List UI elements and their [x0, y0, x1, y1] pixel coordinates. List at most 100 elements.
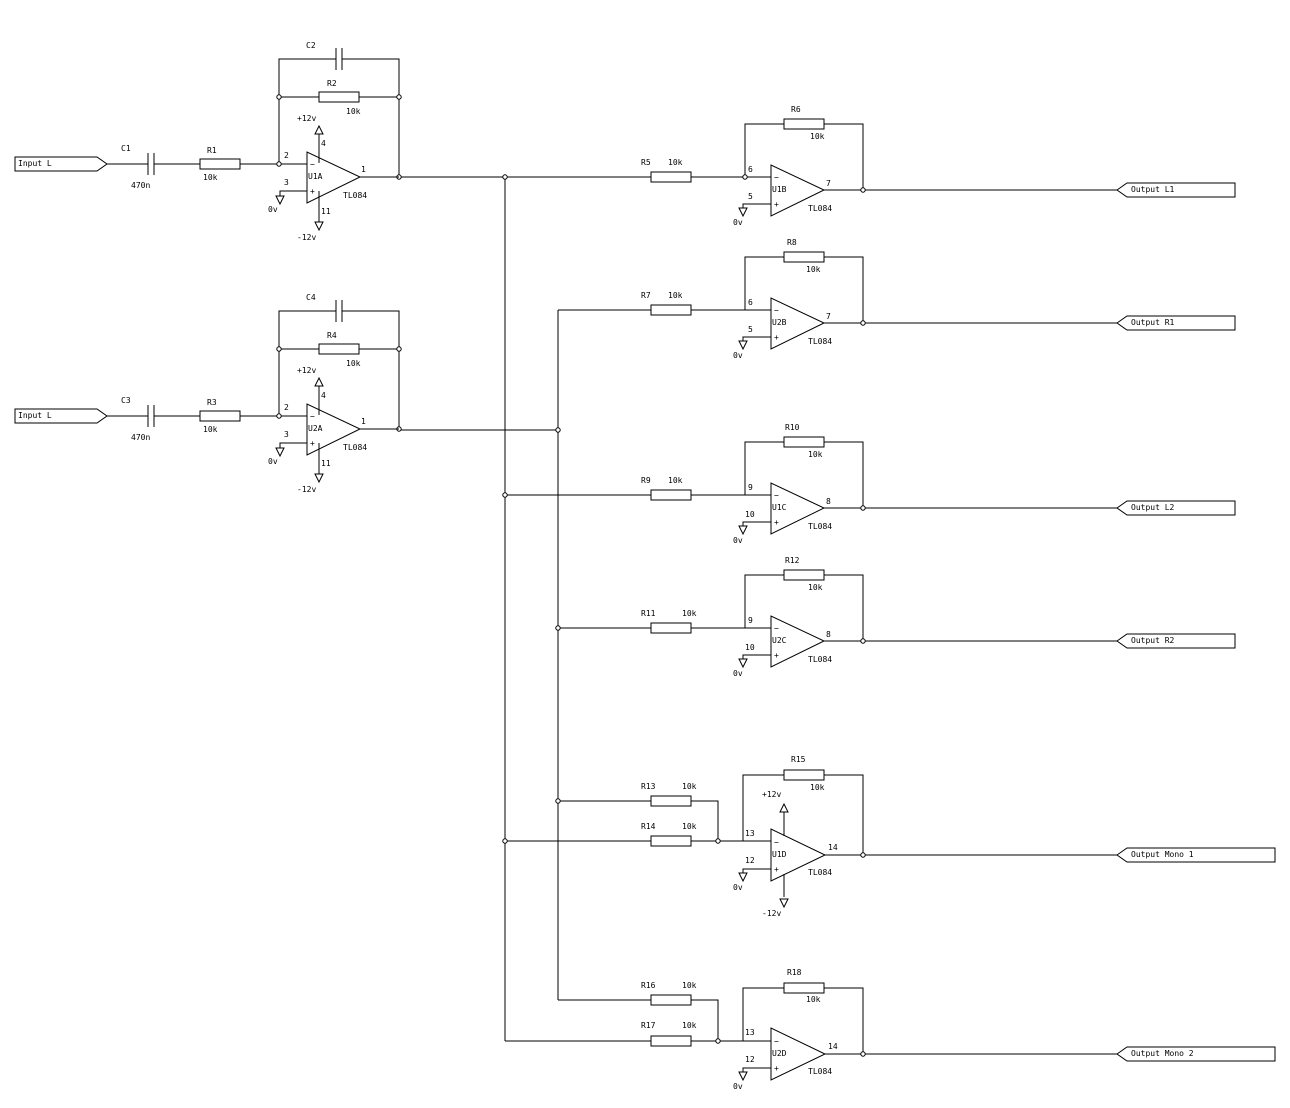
supply-label: +12v — [297, 366, 316, 375]
resistor-value: 10k — [346, 359, 361, 368]
resistor-symbol — [318, 343, 360, 355]
opamp-symbol — [306, 151, 362, 204]
pin-number: 4 — [321, 391, 326, 400]
resistor-value: 10k — [682, 609, 697, 618]
opamp-unit: U2C — [772, 636, 787, 645]
vneg-arrow-icon — [314, 473, 324, 484]
pin-number: 1 — [361, 165, 366, 174]
svg-text:−: − — [774, 838, 779, 847]
output-port-r2 — [1116, 633, 1236, 649]
resistor-symbol — [650, 171, 692, 183]
resistor-value: 10k — [682, 822, 697, 831]
resistor-ref: R3 — [207, 398, 217, 407]
resistor-value: 10k — [682, 782, 697, 791]
pin-number: 11 — [321, 207, 331, 216]
mix-stage-mono2: R16 10k R17 10k R18 10k −+ U2D TL084 13 … — [641, 968, 1276, 1091]
resistor-ref: R7 — [641, 291, 651, 300]
ground-label: 0v — [733, 351, 743, 360]
opamp-part: TL084 — [808, 655, 832, 664]
resistor-ref: R9 — [641, 476, 651, 485]
svg-text:+: + — [774, 518, 779, 527]
output-stage-l1: R5 10k R6 10k −+ U1B TL084 6 5 7 0v Outp… — [641, 105, 1236, 227]
opamp-symbol — [770, 615, 826, 668]
resistor-value: 10k — [668, 476, 683, 485]
capacitor-value: 470n — [131, 433, 150, 442]
opamp-unit: U1C — [772, 503, 787, 512]
resistor-value: 10k — [810, 132, 825, 141]
svg-text:+: + — [774, 865, 779, 874]
pin-number: 11 — [321, 459, 331, 468]
resistor-value: 10k — [203, 173, 218, 182]
output-port-label: Output Mono 1 — [1131, 850, 1194, 859]
capacitor-value: 470n — [131, 181, 150, 190]
input-stage-1: Input L C1 470n R1 10k C2 R2 10k −+ U1A … — [14, 41, 402, 242]
ground-icon — [738, 658, 748, 669]
input-port-label: Input L — [18, 411, 52, 420]
supply-label: -12v — [762, 909, 781, 918]
pin-number: 9 — [748, 616, 753, 625]
ground-label: 0v — [733, 883, 743, 892]
vpos-arrow-icon — [314, 124, 324, 135]
svg-text:+: + — [310, 187, 315, 196]
svg-text:−: − — [774, 1037, 779, 1046]
opamp-part: TL084 — [808, 337, 832, 346]
pin-number: 8 — [826, 630, 831, 639]
opamp-unit: U1B — [772, 185, 787, 194]
svg-text:−: − — [774, 173, 779, 182]
svg-text:+: + — [774, 651, 779, 660]
resistor-ref: R1 — [207, 146, 217, 155]
resistor-ref: R18 — [787, 968, 802, 977]
supply-label: +12v — [297, 114, 316, 123]
capacitor-ref: C3 — [121, 396, 131, 405]
capacitor-ref: C2 — [306, 41, 316, 50]
vpos-arrow-icon — [779, 802, 789, 813]
svg-text:−: − — [774, 306, 779, 315]
opamp-part: TL084 — [343, 191, 367, 200]
pin-number: 8 — [826, 497, 831, 506]
svg-text:+: + — [774, 1064, 779, 1073]
resistor-value: 10k — [346, 107, 361, 116]
svg-text:−: − — [774, 491, 779, 500]
capacitor-symbol — [147, 153, 155, 175]
output-port-label: Output R2 — [1131, 636, 1175, 645]
resistor-ref: R2 — [327, 79, 337, 88]
resistor-symbol — [650, 835, 692, 847]
opamp-part: TL084 — [808, 522, 832, 531]
resistor-value: 10k — [810, 783, 825, 792]
ground-label: 0v — [268, 457, 278, 466]
input-port-left-top — [14, 156, 108, 172]
pin-number: 14 — [828, 1042, 838, 1051]
output-stage-r2: R11 10k R12 10k −+ U2C TL084 9 10 8 0v O… — [641, 556, 1236, 678]
output-port-label: Output R1 — [1131, 318, 1175, 327]
output-port-r1 — [1116, 315, 1236, 331]
svg-text:−: − — [310, 160, 315, 169]
pin-number: 3 — [284, 178, 289, 187]
pin-number: 13 — [745, 1028, 755, 1037]
opamp-symbol — [306, 403, 362, 456]
resistor-symbol — [650, 795, 692, 807]
pin-number: 5 — [748, 192, 753, 201]
resistor-value: 10k — [682, 981, 697, 990]
supply-label: -12v — [297, 233, 316, 242]
capacitor-ref: C4 — [306, 293, 316, 302]
resistor-symbol — [199, 158, 241, 170]
capacitor-ref: C1 — [121, 144, 131, 153]
ground-label: 0v — [733, 536, 743, 545]
output-stage-l2: R9 10k R10 10k −+ U1C TL084 9 10 8 0v Ou… — [641, 423, 1236, 545]
resistor-symbol — [783, 118, 825, 130]
pin-number: 13 — [745, 829, 755, 838]
resistor-symbol — [199, 410, 241, 422]
resistor-symbol — [650, 994, 692, 1006]
resistor-symbol — [783, 982, 825, 994]
resistor-ref: R12 — [785, 556, 800, 565]
ground-label: 0v — [733, 218, 743, 227]
opamp-unit: U2D — [772, 1049, 787, 1058]
ground-label: 0v — [733, 669, 743, 678]
resistor-value: 10k — [668, 291, 683, 300]
resistor-symbol — [783, 769, 825, 781]
pin-number: 2 — [284, 151, 289, 160]
opamp-symbol — [770, 164, 826, 217]
supply-label: -12v — [297, 485, 316, 494]
resistor-value: 10k — [808, 583, 823, 592]
opamp-part: TL084 — [808, 204, 832, 213]
